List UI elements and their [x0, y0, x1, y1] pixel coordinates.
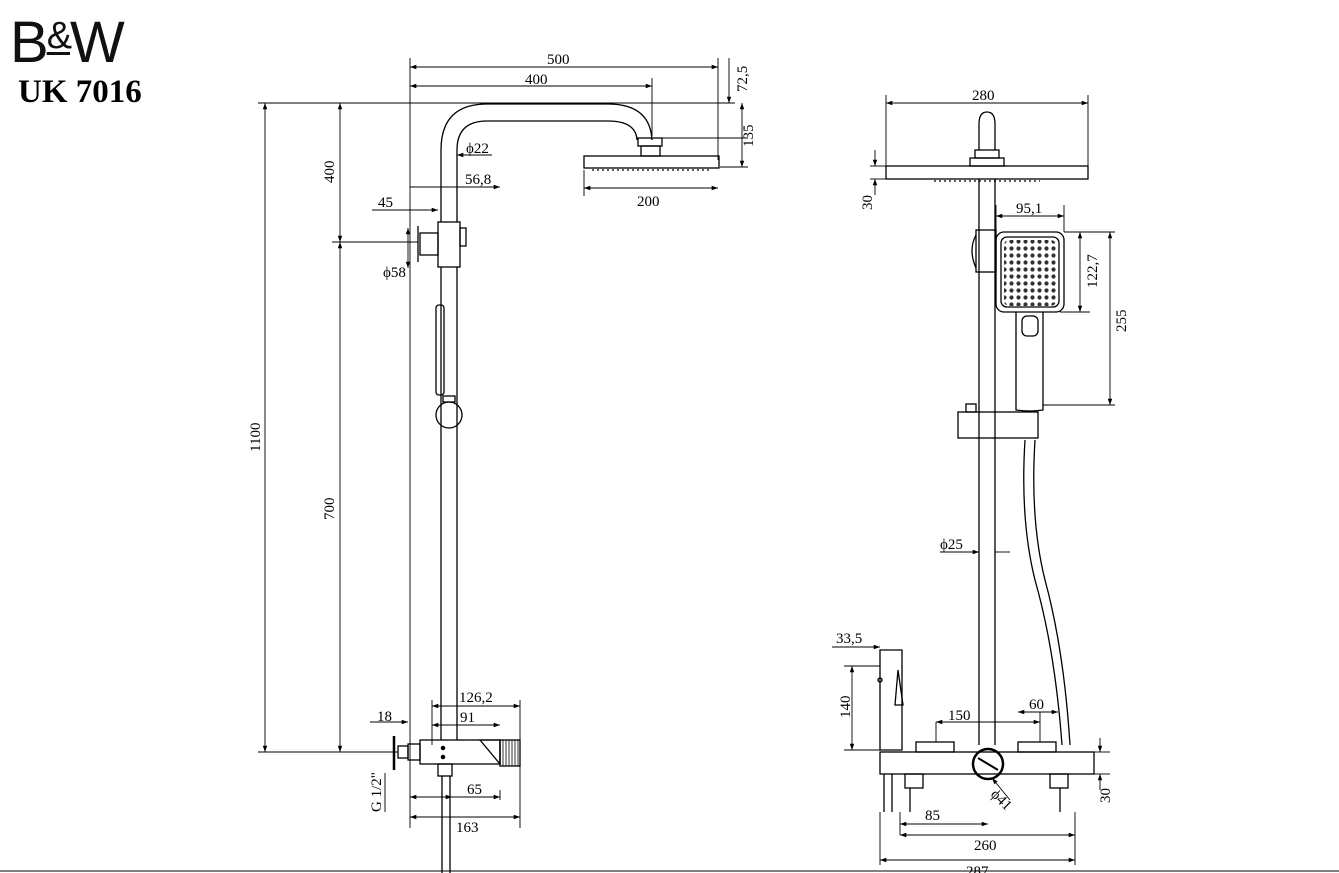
model-number: UK 7016 [18, 74, 142, 110]
dim-150: 150 [948, 708, 971, 724]
dim-65: 65 [467, 782, 482, 798]
dim-95-1: 95,1 [1016, 201, 1042, 217]
front-view [877, 111, 1095, 812]
brand-logo: B&W [10, 10, 125, 75]
dim-d25: ϕ25 [940, 537, 963, 553]
dim-18: 18 [377, 709, 392, 725]
side-view-dimensions [258, 58, 748, 828]
side-view-labels: 500 400 72,5 135 ϕ22 56,8 45 ϕ58 200 400… [248, 52, 757, 836]
dim-260: 260 [974, 838, 997, 854]
dim-500: 500 [547, 52, 570, 68]
dim-g-half: G 1/2" [369, 772, 385, 812]
wall-bracket-top [419, 232, 439, 256]
dim-1100: 1100 [248, 423, 264, 452]
thermostatic-mixer [879, 751, 1095, 775]
dim-140: 140 [838, 696, 854, 719]
dim-200: 200 [637, 194, 660, 210]
shower-arm [440, 103, 653, 222]
dim-400-left: 400 [322, 161, 338, 184]
dim-91: 91 [460, 710, 475, 726]
dim-255: 255 [1114, 310, 1130, 333]
dim-56-8: 56,8 [465, 172, 491, 188]
overhead-shower-head-front [885, 165, 1089, 180]
dim-d22: ϕ22 [466, 141, 489, 157]
dim-72-5: 72,5 [735, 66, 751, 92]
side-view [392, 103, 720, 873]
dim-d41: ϕ41 [987, 787, 1015, 815]
hand-shower-spray-face [1004, 240, 1056, 306]
dim-163: 163 [456, 820, 479, 836]
front-arm [978, 111, 996, 150]
dim-122-7: 122,7 [1085, 254, 1101, 288]
dim-280: 280 [972, 88, 995, 104]
slider-front [957, 411, 1039, 439]
dim-30-top: 30 [860, 195, 876, 210]
slider-knob [435, 401, 463, 429]
dim-400-top: 400 [525, 72, 548, 88]
dim-126-2: 126,2 [459, 690, 493, 706]
brand-header: B&W UK 7016 [0, 0, 220, 120]
hand-shower-side [435, 304, 445, 396]
dim-85: 85 [925, 808, 940, 824]
dim-33-5: 33,5 [836, 631, 862, 647]
dim-45: 45 [378, 195, 393, 211]
mixer-knob [971, 747, 1005, 781]
dim-700: 700 [322, 498, 338, 521]
dim-287: 287 [966, 864, 989, 873]
hose [1023, 439, 1063, 746]
hand-shower-front [995, 231, 1065, 313]
dim-60: 60 [1029, 697, 1044, 713]
front-view-dimensions [0, 95, 1339, 872]
overhead-shower-head [583, 155, 720, 169]
dim-d58: ϕ58 [383, 265, 406, 281]
dim-135: 135 [741, 125, 757, 148]
dim-30-bottom: 30 [1098, 788, 1114, 803]
bidet-spray [879, 649, 903, 751]
